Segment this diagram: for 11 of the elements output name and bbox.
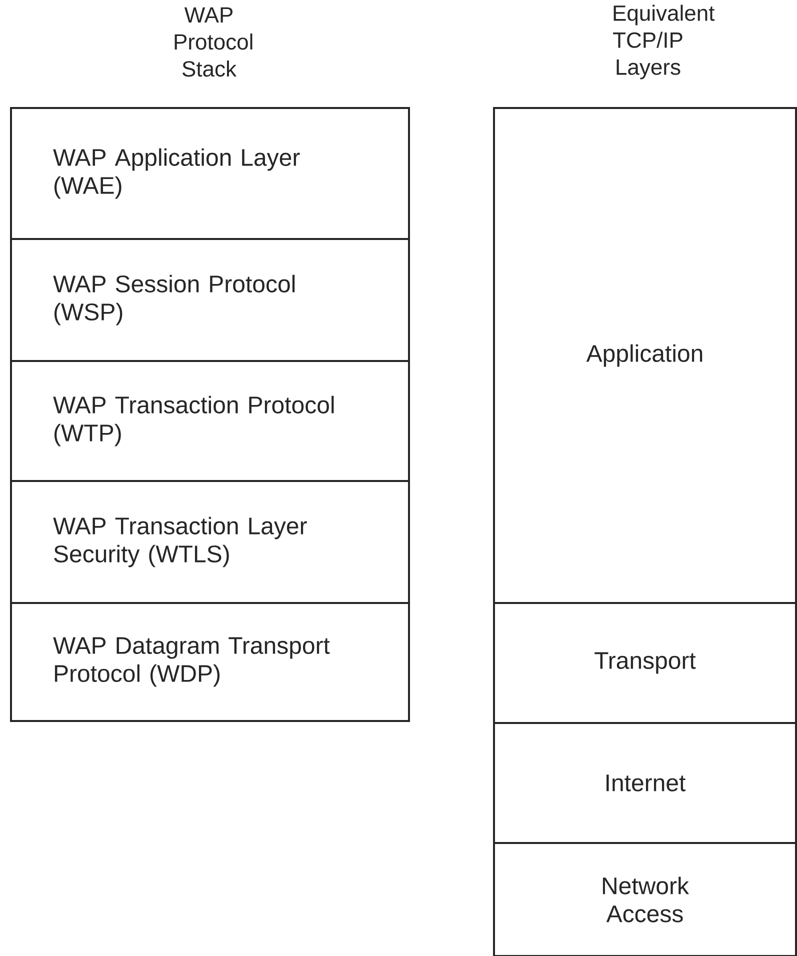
- protocol-layer-box: WAP Transaction Layer Security (WTLS): [10, 480, 410, 604]
- layer-box: Transport: [493, 602, 797, 724]
- column-heading: WAP Protocol Stack: [174, 7, 252, 77]
- protocol-layer-box: WAP Session Protocol (WSP): [10, 238, 410, 362]
- protocol-layer-box: WAP Application Layer (WAE): [10, 107, 410, 240]
- layer-box: Application: [493, 107, 797, 604]
- protocol-layer-box: WAP Datagram Transport Protocol (WDP): [10, 602, 410, 722]
- column-heading: Equivalent TCP/IP Layers: [613, 4, 715, 80]
- layer-box: Network Access: [493, 842, 797, 956]
- protocol-layer-box: WAP Transaction Protocol (WTP): [10, 360, 410, 482]
- layer-box: Internet: [493, 722, 797, 844]
